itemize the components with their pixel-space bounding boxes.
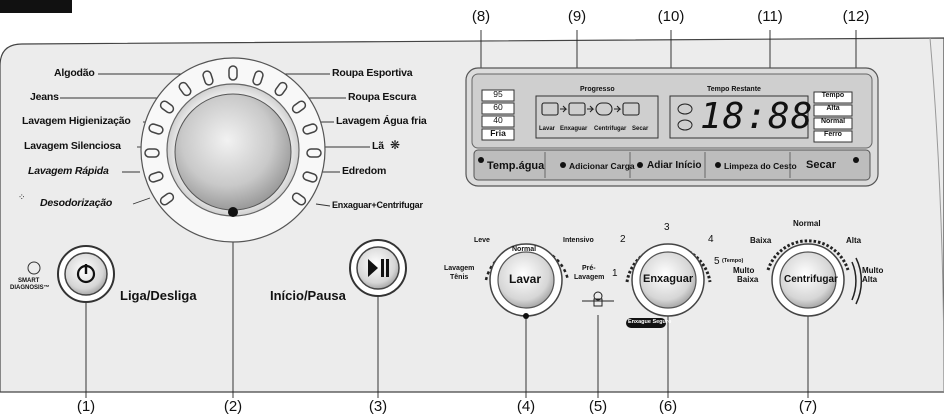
dial-pointer	[228, 207, 238, 217]
program-jeans: Jeans	[30, 91, 59, 103]
lavar-tenis-2: Tênis	[450, 274, 469, 281]
callout-9: (9)	[567, 8, 587, 25]
enxaguar-3: 3	[664, 222, 670, 233]
smart-diagnosis-icon	[27, 261, 41, 275]
program-enxaguar-centrifugar: Enxaguar+Centrifugar	[332, 200, 423, 210]
lavar-label: Lavar	[509, 272, 542, 286]
start-pause-button[interactable]	[349, 239, 407, 297]
callout-6: (6)	[658, 398, 678, 415]
wool-icon: ❋	[390, 138, 401, 152]
power-button[interactable]	[57, 245, 115, 303]
lavar-normal: Normal	[512, 246, 537, 253]
lavar-tenis-1: Lavagem	[444, 265, 475, 272]
dry-normal: Normal	[820, 118, 846, 125]
dry-tempo: Tempo	[821, 92, 845, 99]
temp-60: 60	[493, 102, 503, 112]
button-row	[473, 149, 871, 181]
callout-5: (5)	[588, 398, 608, 415]
program-silenciosa: Lavagem Silenciosa	[24, 140, 121, 152]
program-desodorizacao: Desodorização	[40, 197, 113, 209]
secar-button[interactable]: Secar	[806, 159, 836, 171]
centrifugar-alta: Alta	[846, 236, 862, 245]
enxaguar-4: 4	[708, 234, 714, 245]
centrifugar-multo-alta-2: Alta	[862, 275, 878, 284]
program-agua-fria: Lavagem Água fria	[336, 115, 427, 127]
enxague-seguro-text: Enxague Seguro	[628, 319, 672, 325]
centrifugar-multo-alta-1: Multo	[862, 266, 884, 275]
progress-title: Progresso	[580, 86, 615, 93]
progress-box	[535, 95, 659, 139]
program-rapida: Lavagem Rápida	[28, 165, 109, 177]
centrifugar-label: Centrifugar	[784, 274, 838, 285]
temp-fria: Fria	[490, 128, 506, 138]
step-lavar: Lavar	[539, 126, 556, 132]
callout-7: (7)	[798, 398, 818, 415]
adicionar-carga-button[interactable]: Adicionar Carga	[569, 161, 635, 171]
program-edredom: Edredom	[342, 165, 387, 177]
step-enxaguar: Enxaguar	[560, 126, 588, 132]
enxaguar-1: 1	[612, 268, 618, 279]
lavar-intensivo: Intensivo	[563, 237, 594, 244]
lavar-knob[interactable]	[484, 243, 570, 319]
temp-agua-button[interactable]: Temp.água	[487, 160, 545, 172]
program-algodao: Algodão	[54, 67, 95, 79]
start-pause-label: Início/Pausa	[270, 288, 346, 303]
time-box	[669, 95, 809, 139]
callout-1: (1)	[76, 398, 96, 415]
enxaguar-knob[interactable]	[625, 243, 712, 317]
centrifugar-multo-baixa-2: Baixa	[737, 275, 759, 284]
temp-40: 40	[493, 115, 503, 125]
diagnosis-label-bottom: DIAGNOSIS™	[10, 285, 50, 291]
enxaguar-5-sub: (Tempo)	[722, 258, 744, 264]
lavar-pre-2: Lavagem	[574, 274, 605, 281]
centrifugar-baixa: Baixa	[750, 236, 772, 245]
power-label: Liga/Desliga	[120, 288, 197, 303]
step-secar: Secar	[632, 126, 649, 132]
child-lock-icon	[582, 291, 614, 307]
enxaguar-2: 2	[620, 234, 626, 245]
callout-10: (10)	[657, 8, 685, 25]
program-roupa-esportiva: Roupa Esportiva	[332, 67, 413, 79]
program-higienizacao: Lavagem Higienização	[22, 115, 131, 127]
steam-icon: ⁘	[18, 192, 26, 202]
program-roupa-escura: Roupa Escura	[348, 91, 417, 103]
enxaguar-5: 5	[714, 256, 720, 267]
time-title: Tempo Restante	[707, 86, 761, 93]
dry-alta: Alta	[826, 105, 840, 112]
callout-3: (3)	[368, 398, 388, 415]
time-digits: 18:88	[700, 96, 814, 137]
callout-4: (4)	[516, 398, 536, 415]
temp-95: 95	[493, 89, 503, 99]
program-dial[interactable]	[140, 57, 326, 243]
enxaguar-label: Enxaguar	[643, 273, 694, 285]
dry-ferro: Ferro	[824, 131, 842, 138]
lavar-leve: Leve	[474, 237, 490, 244]
callout-8: (8)	[471, 8, 491, 25]
callout-12: (12)	[842, 8, 870, 25]
limpeza-cesto-button[interactable]: Limpeza do Cesto	[724, 161, 797, 171]
safe-rinse-badge	[626, 318, 666, 328]
centrifugar-multo-baixa-1: Multo	[733, 266, 755, 275]
lavar-pre-1: Pré-	[582, 265, 596, 272]
diagnosis-label-top: SMART	[18, 278, 40, 284]
program-la: Lã	[372, 140, 384, 152]
centrifugar-normal: Normal	[793, 219, 821, 228]
centrifugar-knob[interactable]	[766, 239, 863, 317]
lcd-screen	[471, 73, 873, 149]
callout-11: (11)	[757, 8, 783, 25]
corner-tab	[0, 0, 72, 13]
step-centrifugar: Centrifugar	[594, 126, 627, 132]
adiar-inicio-button[interactable]: Adiar Início	[647, 160, 702, 171]
callout-2: (2)	[223, 398, 243, 415]
